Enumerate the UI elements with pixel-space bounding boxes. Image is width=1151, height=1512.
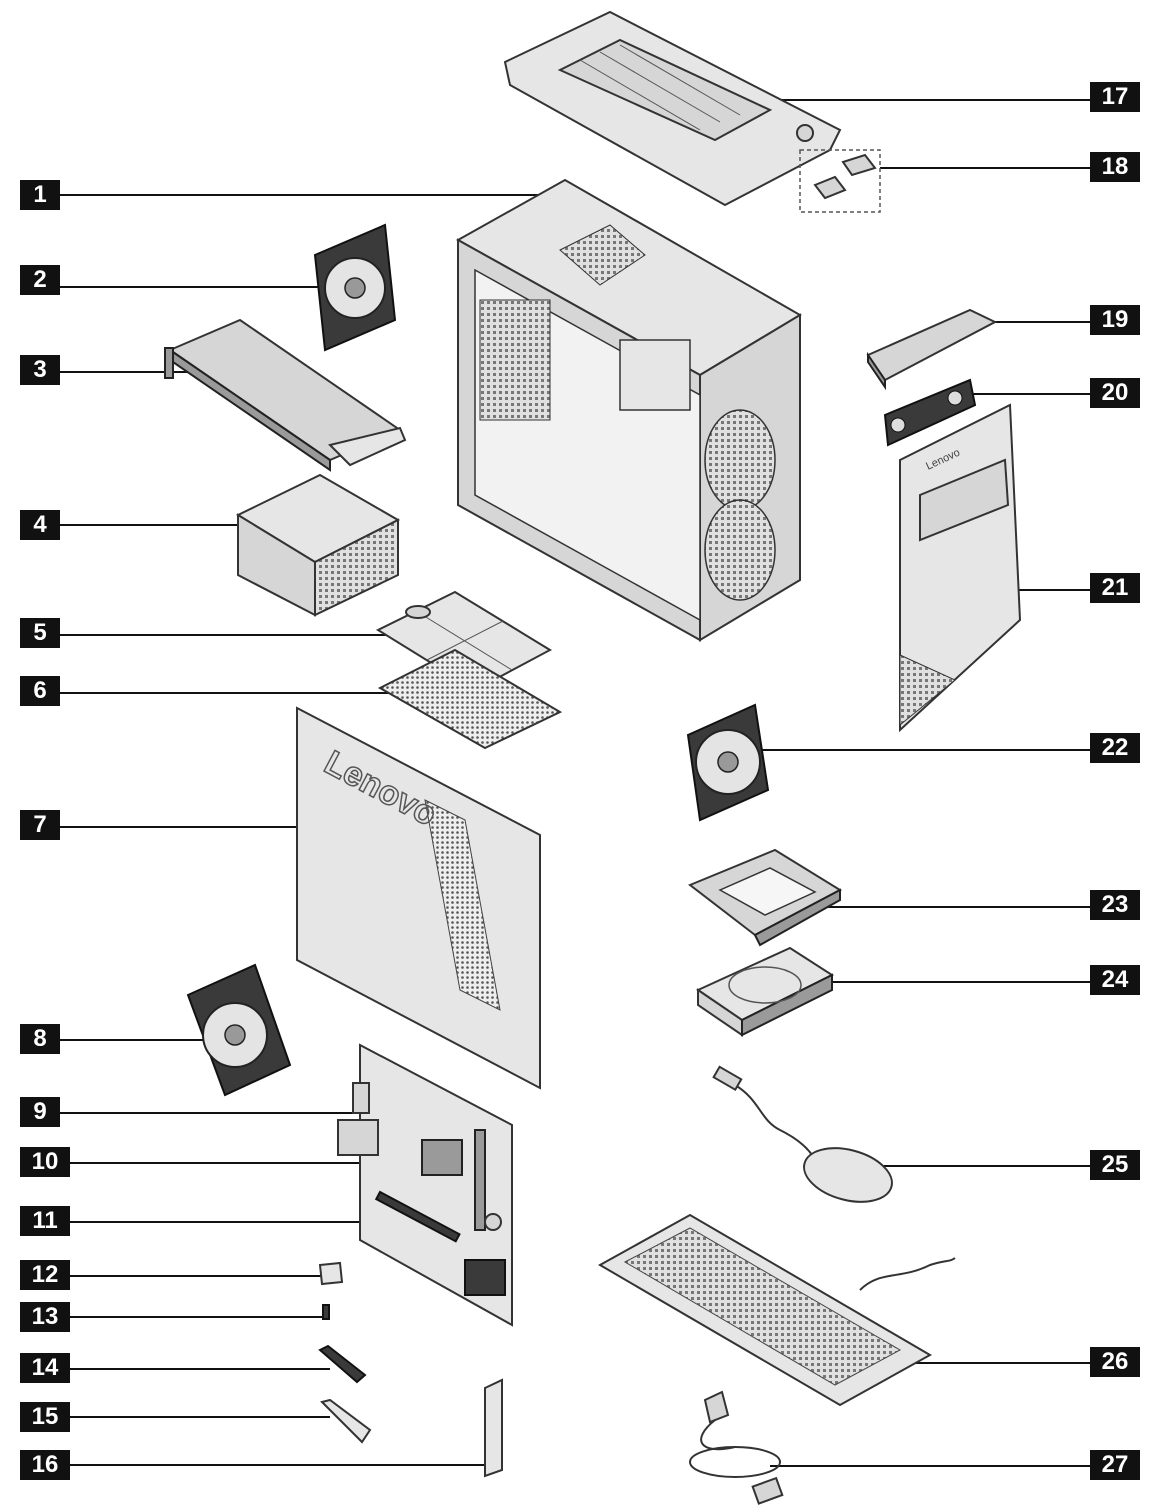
front-fan-part	[686, 703, 770, 822]
mouse-part	[712, 1065, 893, 1203]
hard-drive-part	[695, 946, 835, 1037]
callout-1: 1	[20, 180, 60, 210]
callout-19: 19	[1090, 305, 1140, 335]
callout-3: 3	[20, 355, 60, 385]
callout-21: 21	[1090, 573, 1140, 603]
keyboard-part	[597, 1213, 956, 1407]
callout-7: 7	[20, 810, 60, 840]
callout-20: 20	[1090, 378, 1140, 408]
callout-23: 23	[1090, 890, 1140, 920]
callout-16: 16	[20, 1450, 70, 1480]
callout-22: 22	[1090, 733, 1140, 763]
callout-24: 24	[1090, 965, 1140, 995]
callout-8: 8	[20, 1024, 60, 1054]
small-parts	[318, 1261, 503, 1478]
rear-fan-part	[313, 223, 397, 352]
power-cord-part	[689, 1390, 784, 1505]
callout-15: 15	[20, 1402, 70, 1432]
part-12	[318, 1261, 344, 1286]
part-14	[318, 1344, 367, 1384]
leader-lines	[60, 99, 1090, 1467]
filter-mesh-part	[377, 648, 563, 750]
callout-13: 13	[20, 1302, 70, 1332]
callout-26: 26	[1090, 1347, 1140, 1377]
callout-25: 25	[1090, 1150, 1140, 1180]
drive-bracket-part	[688, 848, 843, 947]
callout-27: 27	[1090, 1450, 1140, 1480]
bracket-pair-part	[799, 149, 881, 213]
callout-2: 2	[20, 265, 60, 295]
callout-5: 5	[20, 618, 60, 648]
side-panel-part: Lenovo	[296, 706, 541, 1090]
top-io-panel-part	[866, 308, 998, 391]
part-16	[484, 1378, 503, 1478]
callout-14: 14	[20, 1353, 70, 1383]
motherboard-part	[337, 1043, 513, 1327]
cpu-cooler-part	[186, 963, 292, 1097]
callout-4: 4	[20, 510, 60, 540]
callout-6: 6	[20, 676, 60, 706]
power-supply-part	[235, 473, 401, 617]
part-15	[320, 1398, 372, 1444]
callout-10: 10	[20, 1147, 70, 1177]
callout-12: 12	[20, 1260, 70, 1290]
chassis-part	[455, 178, 802, 642]
front-io-part	[883, 378, 977, 447]
top-cover-part	[503, 10, 842, 207]
graphics-card-part	[164, 318, 407, 472]
front-bezel-part: Lenovo	[899, 403, 1022, 733]
callout-18: 18	[1090, 152, 1140, 182]
part-13	[322, 1304, 330, 1320]
callout-9: 9	[20, 1097, 60, 1127]
callout-17: 17	[1090, 82, 1140, 112]
callout-11: 11	[20, 1206, 70, 1236]
